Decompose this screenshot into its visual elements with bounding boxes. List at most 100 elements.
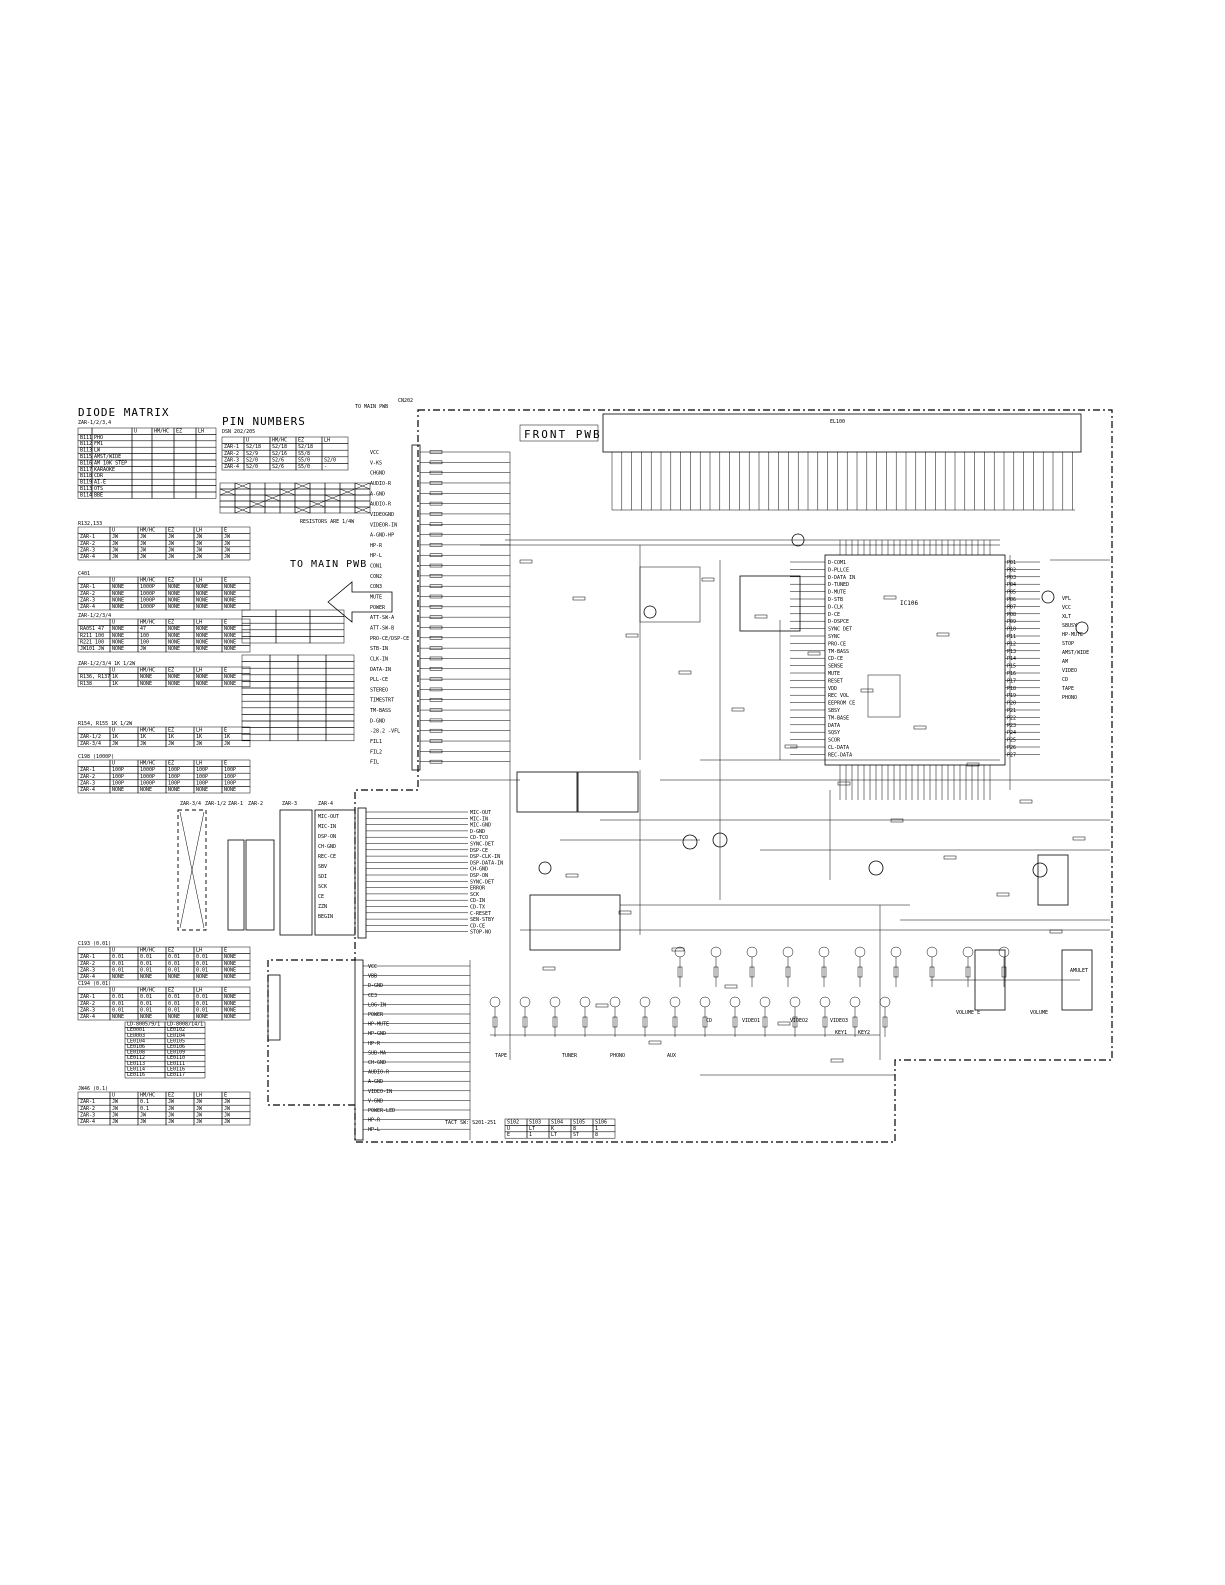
- table-cell-text: E: [224, 1093, 227, 1099]
- ic106-pin-label: SYNC: [828, 634, 840, 640]
- table-cell-cross: [249, 500, 266, 508]
- transistor-symbol: [699, 996, 711, 1008]
- transistor-symbol: [609, 996, 621, 1008]
- cn203-connector: [354, 959, 364, 1141]
- table-cell-text: JW: [168, 1112, 175, 1118]
- resistor: [882, 1016, 888, 1028]
- resistor: [429, 759, 443, 764]
- table-cell: [309, 482, 326, 490]
- resistor: [702, 1016, 708, 1028]
- zar-switch-table: [219, 482, 371, 514]
- table-cell: [195, 485, 217, 493]
- table-cell: [294, 500, 311, 508]
- table-cell: [173, 466, 197, 474]
- table-cell: [241, 654, 271, 662]
- cn201-signal-label: CD-IN: [470, 898, 485, 904]
- table-cell-cross: [234, 506, 251, 514]
- table-cell: [241, 629, 277, 637]
- resistor: [943, 855, 957, 860]
- table-cell-text: NONE: [224, 1001, 236, 1007]
- ic106-pin-label: P19: [1007, 693, 1016, 699]
- table-cell-text: 1K: [112, 734, 118, 740]
- table-cell-text: HM/HC: [272, 438, 287, 444]
- table-cell: [269, 674, 299, 682]
- table-cell: [297, 694, 327, 702]
- table-cell-text: EZ: [168, 620, 174, 626]
- table-cell-text: NONE: [224, 597, 236, 603]
- side-label: AM: [1062, 659, 1068, 665]
- table-cell-text: 1: [529, 1132, 532, 1138]
- table-cell: [264, 488, 281, 496]
- table-cell: [309, 629, 345, 637]
- bottom-label: KEY1: [835, 1030, 847, 1036]
- table-cell-text: LH: [196, 578, 202, 584]
- table-cell: [279, 500, 296, 508]
- table-cell-text: LE0106: [127, 1044, 145, 1050]
- cn202-signal-label: AUDIO-R: [370, 481, 392, 487]
- table-cell: [321, 443, 349, 451]
- cn202-signal-label: STB-IN: [370, 646, 388, 652]
- table-cell-text: EZ: [168, 528, 174, 534]
- ic106-pin-label: CL-DATA: [828, 745, 849, 751]
- table-cell-text: 0.01: [168, 1007, 180, 1013]
- table-cell-text: 0.1: [140, 1099, 149, 1105]
- bottom-label: CD: [706, 1018, 712, 1024]
- left-block-item: BEGIN: [318, 914, 333, 920]
- bottom-label: TAPE: [495, 1053, 507, 1059]
- table-cell: [77, 618, 111, 626]
- left-block-item: CE: [318, 894, 324, 900]
- table-cell: [325, 654, 355, 662]
- table-cell-text: NONE: [224, 1007, 236, 1013]
- table-cell: [309, 494, 326, 502]
- table-cell-text: NONE: [112, 639, 124, 645]
- table-cell: [241, 720, 271, 728]
- table-cell: [241, 616, 277, 624]
- table-cell: [275, 609, 311, 617]
- table-cell: [309, 488, 326, 496]
- table-cell-text: U: [112, 668, 115, 674]
- table-cell: [221, 645, 251, 653]
- table-cell-text: NONE: [196, 626, 208, 632]
- table-cell-text: LE0102: [167, 1027, 185, 1033]
- table-cell: [241, 700, 271, 709]
- table-cell-text: HM/HC: [140, 578, 155, 584]
- table-cell-text: LE0003: [127, 1033, 145, 1039]
- transistor-symbol: [962, 946, 974, 958]
- table-cell: [264, 482, 281, 490]
- table-cell-text: U: [112, 728, 115, 734]
- table-cell: [249, 482, 266, 490]
- table-cell-text: EZ: [176, 428, 182, 434]
- table-cell-text: ZAR-1: [224, 444, 239, 450]
- table-cell: [241, 694, 271, 702]
- ic106-pin-label: REC VOL: [828, 693, 849, 699]
- cn202-signal-label: D-GND: [370, 718, 385, 724]
- table-cell-text: E: [224, 668, 227, 674]
- table-cell-text: 0.01: [196, 954, 208, 960]
- to-main-pwb-arrow-label: TO MAIN PWB: [290, 559, 367, 570]
- ic106-pin-label: P03: [1007, 575, 1016, 581]
- resistor: [582, 1016, 588, 1028]
- table-cell-text: 100P: [168, 767, 180, 773]
- table-cell-text: NONE: [224, 674, 236, 680]
- table-cell-text: 100P: [224, 767, 236, 773]
- table-cell-text: JW: [168, 1099, 175, 1105]
- table-cell-text: NONE: [224, 584, 236, 590]
- cn202-signal-label: DATA-IN: [370, 667, 391, 673]
- ic106-pin-label: RESET: [828, 678, 843, 684]
- table-cell: [219, 500, 236, 508]
- cn201-signal-label: CD-TX: [470, 905, 485, 911]
- table-title: ZAR-1/2/3/4 1K 1/2W: [78, 661, 136, 667]
- table-cell-text: LD-8005/9/1: [127, 1022, 160, 1028]
- table-cell: [195, 478, 217, 486]
- table-cell-text: ZAR-1: [80, 994, 95, 1000]
- left-block-4: [279, 809, 313, 936]
- resistor: [429, 460, 443, 465]
- table-cell-text: R221 100: [80, 639, 104, 645]
- table-cell-text: NONE: [168, 1014, 180, 1020]
- table-cell: [297, 700, 327, 709]
- table-cell-text: U: [112, 761, 115, 767]
